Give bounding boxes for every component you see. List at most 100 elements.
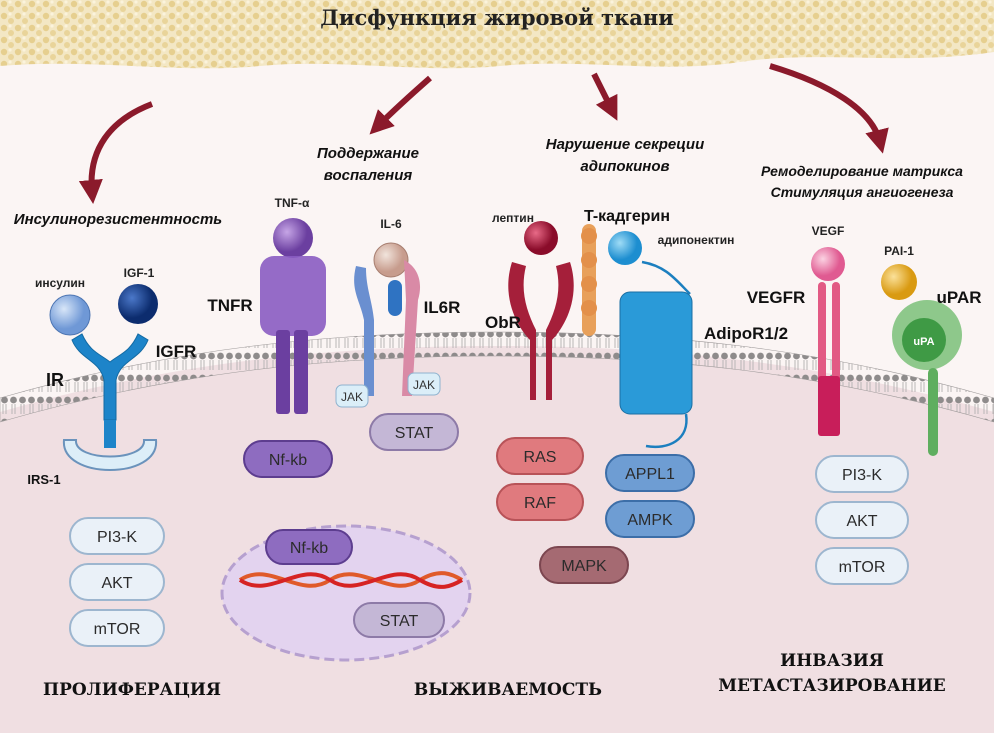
upa-ligand-icon bbox=[902, 318, 946, 362]
dna-strand-a-icon bbox=[238, 571, 464, 588]
receptor-tail-icon bbox=[104, 420, 116, 448]
label-stat: STAT bbox=[395, 425, 434, 442]
label-igf1: IGF-1 bbox=[124, 266, 155, 280]
label-jak-right: JAK bbox=[413, 378, 435, 392]
ir-igfr-receptor-icon bbox=[71, 333, 149, 421]
label-adipokines-2: адипокинов bbox=[580, 158, 669, 175]
label-tnfa: TNF-α bbox=[275, 196, 310, 210]
label-il6r: IL6R bbox=[424, 298, 461, 317]
nucleus-label-stat: STAT bbox=[380, 613, 419, 630]
tnfr-chain-right-icon bbox=[294, 330, 308, 414]
pill-stat bbox=[369, 413, 459, 451]
pill-appl1 bbox=[605, 454, 695, 492]
adipor-transmembrane-icon bbox=[619, 291, 693, 415]
arrow-inflammation bbox=[369, 75, 432, 135]
nucleus-pill-stat bbox=[353, 602, 445, 638]
diagram-title: Дисфункция жировой ткани bbox=[320, 5, 674, 30]
label-vegf: VEGF bbox=[812, 224, 845, 238]
tnfr-group: TNF-α TNFR bbox=[207, 196, 326, 414]
adipose-tissue-band bbox=[0, 0, 994, 69]
label-adipokines-1: Нарушение секреции bbox=[546, 136, 705, 153]
nucleus: Nf-kb STAT bbox=[220, 524, 472, 662]
pill-ampk bbox=[605, 500, 695, 538]
leptin-ligand-icon bbox=[524, 221, 558, 255]
left-pathway: PI3-K AKT mTOR bbox=[69, 517, 165, 647]
arrow-insulin-resistance bbox=[78, 101, 154, 204]
nucleus-label-nfkb: Nf-kb bbox=[290, 540, 328, 557]
label-obr: ObR bbox=[485, 313, 521, 332]
t-cadherin-domain-icon bbox=[581, 252, 597, 268]
gp130-domain-icon bbox=[388, 280, 402, 316]
adipor-loop-icon bbox=[641, 260, 691, 295]
appl-ampk: APPL1 AMPK bbox=[605, 454, 695, 538]
label-insulin: инсулин bbox=[35, 276, 85, 290]
vegfr-chain-left-icon bbox=[818, 282, 826, 392]
adipor-tail-icon bbox=[645, 413, 688, 449]
dna-strand-b-icon bbox=[238, 572, 464, 589]
label-mapk: MAPK bbox=[561, 558, 607, 575]
upar-group: PAI-1 uPA uPAR bbox=[881, 244, 982, 456]
il6-ligand-icon bbox=[373, 242, 409, 278]
upar-anchor-icon bbox=[928, 368, 938, 456]
vegf-ligand-icon bbox=[811, 247, 845, 281]
t-cadherin-domain-icon bbox=[581, 300, 597, 316]
vegfr-group: VEGF VEGFR bbox=[747, 224, 845, 436]
pill-akt-left bbox=[69, 563, 165, 601]
tnfr-extracellular-icon bbox=[260, 256, 326, 336]
obr-chain-right-icon bbox=[546, 262, 574, 400]
tnf-alpha-ligand-icon bbox=[273, 218, 313, 258]
arrow-matrix bbox=[769, 63, 889, 154]
pill-ras bbox=[496, 437, 584, 475]
label-nfkb: Nf-kb bbox=[269, 452, 307, 469]
jak-left-badge bbox=[335, 384, 369, 408]
outcome-survival: ВЫЖИВАЕМОСТЬ bbox=[414, 680, 602, 700]
label-leptin: лептин bbox=[492, 211, 534, 225]
label-ir: IR bbox=[46, 370, 64, 390]
cytoplasm bbox=[0, 346, 994, 733]
label-pi3k-right: PI3-K bbox=[842, 467, 882, 484]
label-adiponectin: адипонектин bbox=[658, 233, 735, 247]
outcome-proliferation: ПРОЛИФЕРАЦИЯ bbox=[43, 680, 221, 700]
cell-membrane bbox=[0, 331, 994, 423]
label-akt-left: AKT bbox=[101, 575, 132, 592]
igf1-ligand-icon bbox=[118, 284, 158, 324]
label-igfr: IGFR bbox=[156, 342, 197, 361]
arrow-adipokines bbox=[591, 72, 618, 121]
pill-raf bbox=[496, 483, 584, 521]
gp130-chain-icon bbox=[354, 266, 374, 396]
label-pi3k-left: PI3-K bbox=[97, 529, 137, 546]
label-matrix: Ремоделирование матрикса bbox=[761, 163, 963, 179]
irs1-protein-icon bbox=[62, 439, 158, 471]
label-irs1: IRS-1 bbox=[27, 472, 60, 487]
label-pai1: PAI-1 bbox=[884, 244, 914, 258]
pill-mapk bbox=[539, 546, 629, 584]
il6r-chain-icon bbox=[402, 260, 421, 396]
label-vegfr: VEGFR bbox=[747, 288, 806, 307]
t-cadherin-domain-icon bbox=[581, 276, 597, 292]
pill-mtor-right bbox=[815, 547, 909, 585]
label-upar: uPAR bbox=[936, 288, 981, 307]
label-angiogenesis: Стимуляция ангиогенеза bbox=[771, 184, 954, 200]
label-upa: uPA bbox=[913, 336, 934, 348]
pill-pi3k-right bbox=[815, 455, 909, 493]
label-inflammation-1: Поддержание bbox=[317, 145, 419, 162]
adiponectin-receptor-group: T-кадгерин адипонектин AdipoR1/2 bbox=[581, 208, 788, 449]
label-raf: RAF bbox=[524, 495, 556, 512]
label-ampk: AMPK bbox=[627, 512, 673, 529]
outcome-invasion: ИНВАЗИЯ bbox=[780, 651, 884, 671]
insulin-ligand-icon bbox=[49, 294, 91, 336]
adiponectin-ligand-icon bbox=[608, 231, 642, 265]
obr-group: лептин ObR bbox=[485, 211, 574, 400]
label-jak-left: JAK bbox=[341, 390, 363, 404]
outcome-metastasis: МЕТАСТАЗИРОВАНИЕ bbox=[718, 676, 946, 696]
jak-right-badge bbox=[407, 372, 441, 396]
pai1-ligand-icon bbox=[881, 264, 917, 300]
label-adipor: AdipoR1/2 bbox=[704, 324, 788, 343]
label-t-cadherin: T-кадгерин bbox=[584, 208, 670, 225]
label-tnfr: TNFR bbox=[207, 296, 252, 315]
insulin-receptor-group: инсулин IGF-1 IR IGFR IRS-1 bbox=[27, 266, 196, 487]
vegfr-kinase-icon bbox=[818, 376, 840, 436]
il6r-group: IL-6 IL6R JAK JAK bbox=[335, 217, 461, 408]
